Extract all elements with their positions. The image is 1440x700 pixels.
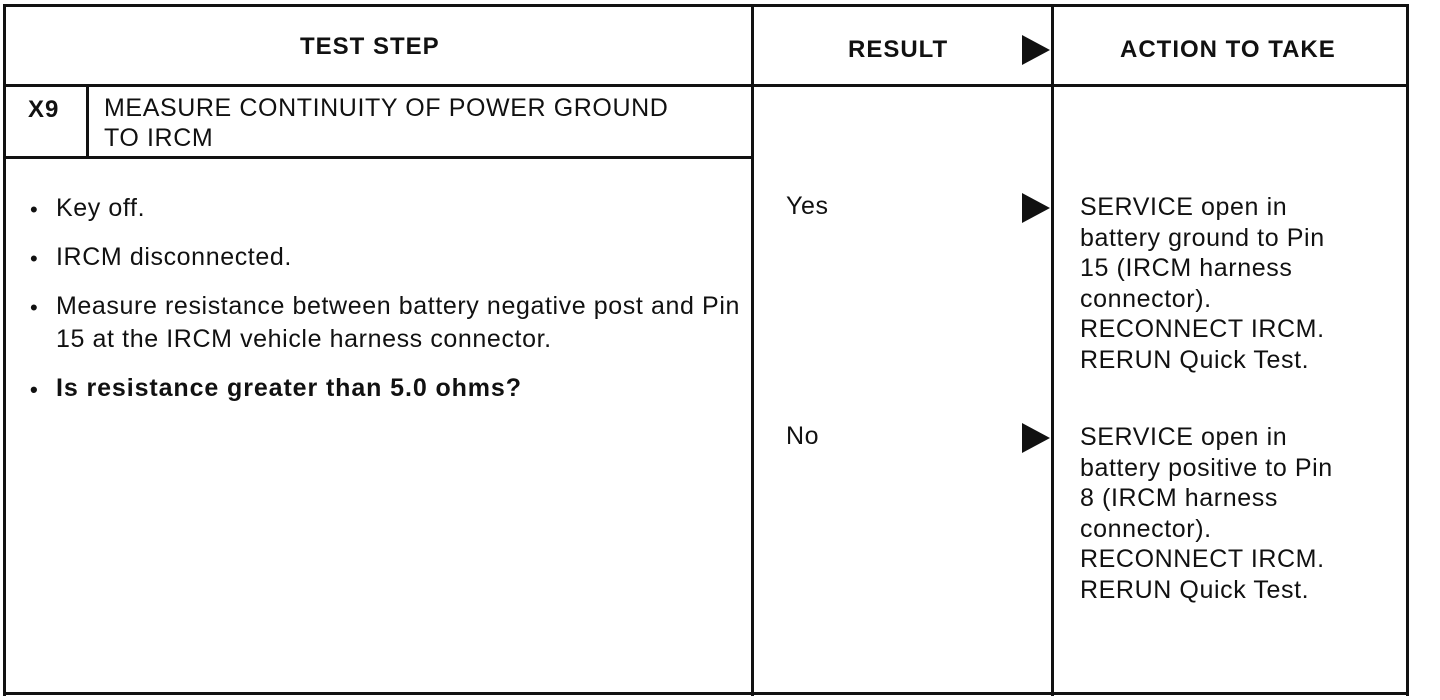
instruction-item: • Key off. (30, 192, 730, 225)
instruction-item: • Measure resistance between battery neg… (30, 290, 746, 356)
instruction-text: Key off. (56, 194, 146, 222)
result-no-arrow-icon (1022, 423, 1050, 453)
table-bottom-border (3, 692, 1409, 695)
header-action-to-take: ACTION TO TAKE (1120, 36, 1336, 63)
action-yes-line: 15 (IRCM harness (1080, 254, 1293, 282)
table-right-border (1406, 4, 1409, 696)
action-yes-block: SERVICE open in battery ground to Pin 15… (1080, 192, 1325, 375)
instruction-item: • IRCM disconnected. (30, 241, 730, 274)
table-top-border (3, 4, 1409, 7)
action-no-line: 8 (IRCM harness (1080, 484, 1278, 512)
step-id: X9 (28, 96, 60, 123)
action-yes-line: RERUN Quick Test. (1080, 345, 1310, 374)
column-divider-result (751, 4, 754, 696)
instruction-question: • Is resistance greater than 5.0 ohms? (30, 372, 730, 405)
bullet-icon: • (30, 295, 39, 320)
result-no-label: No (786, 422, 820, 450)
action-yes-line: connector). (1080, 284, 1212, 313)
instruction-text: Is resistance greater than 5.0 ohms? (56, 374, 522, 402)
bullet-icon: • (30, 197, 39, 222)
action-no-line: battery positive to Pin (1080, 453, 1333, 482)
result-yes-arrow-icon (1022, 193, 1050, 223)
step-title-line-2: TO IRCM (104, 124, 214, 152)
step-title-divider (3, 156, 754, 159)
table-left-border (3, 4, 6, 696)
instruction-text: IRCM disconnected. (56, 243, 292, 271)
action-no-line: connector). (1080, 514, 1212, 543)
action-no-line: RECONNECT IRCM. (1080, 545, 1325, 573)
result-yes-label: Yes (786, 192, 829, 220)
bullet-icon: • (30, 377, 39, 402)
instruction-list: • Key off. • IRCM disconnected. • Measur… (30, 192, 739, 421)
bullet-icon: • (30, 246, 39, 271)
header-divider (3, 84, 1409, 87)
action-no-block: SERVICE open in battery positive to Pin … (1080, 422, 1333, 605)
action-no-line: SERVICE open in (1080, 423, 1288, 451)
step-id-divider (86, 84, 89, 158)
action-no-line: RERUN Quick Test. (1080, 575, 1310, 604)
action-yes-line: battery ground to Pin (1080, 223, 1325, 252)
step-title-line-1: MEASURE CONTINUITY OF POWER GROUND (104, 94, 669, 122)
header-result-arrow-icon (1022, 35, 1050, 65)
header-test-step: TEST STEP (300, 33, 440, 60)
instruction-text: Measure resistance between battery negat… (56, 292, 740, 353)
column-divider-action (1051, 4, 1054, 696)
action-yes-line: SERVICE open in (1080, 193, 1288, 221)
action-yes-line: RECONNECT IRCM. (1080, 315, 1325, 343)
header-result: RESULT (848, 36, 949, 63)
